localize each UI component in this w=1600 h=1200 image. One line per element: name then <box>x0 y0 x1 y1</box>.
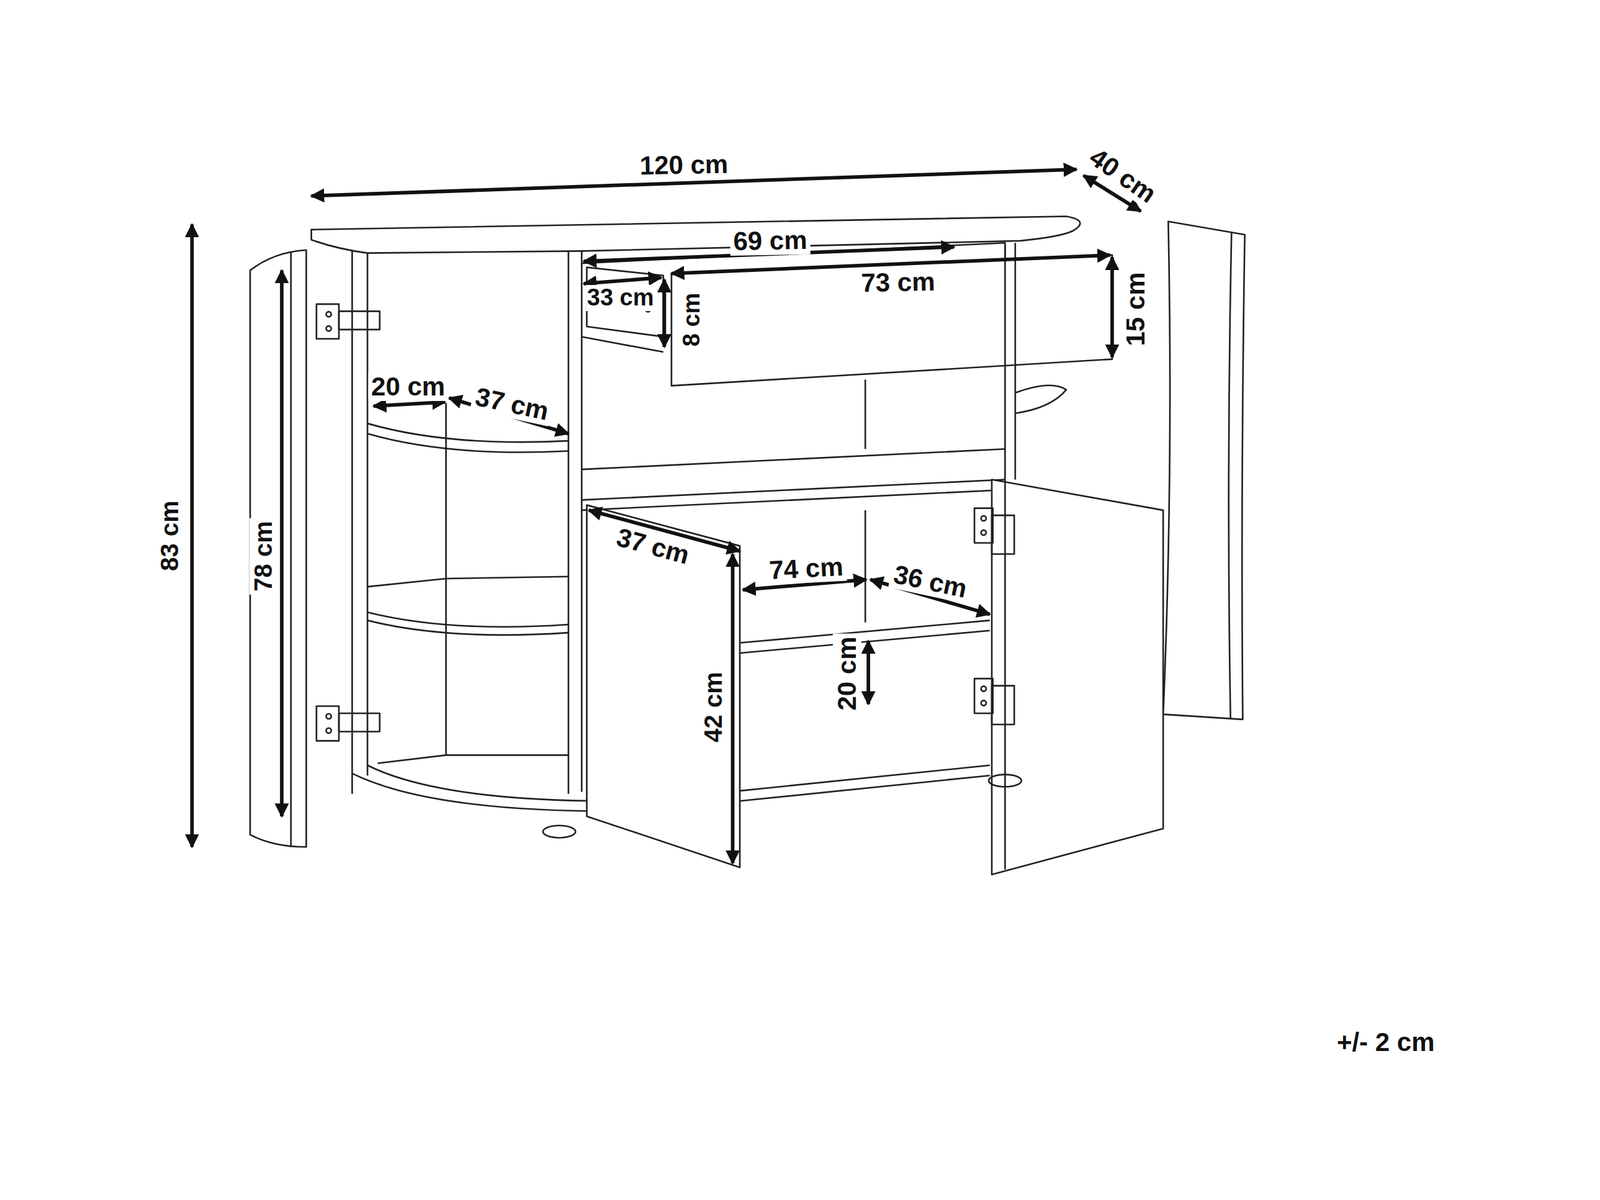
dimension-label: 74 cm <box>765 551 847 585</box>
dimension-label: 15 cm <box>1121 269 1151 350</box>
tolerance-note: +/- 2 cm <box>1333 1027 1439 1057</box>
dimension-label: 33 cm <box>585 284 656 311</box>
dimension-label: 42 cm <box>699 669 727 746</box>
dimension-label: 120 cm <box>636 150 732 181</box>
dimension-label: 73 cm <box>857 267 939 298</box>
dimension-label: 78 cm <box>249 517 277 594</box>
dimension-label: 83 cm <box>155 497 184 574</box>
dimension-label: 69 cm <box>729 225 811 256</box>
dimension-label: 37 cm <box>469 381 555 427</box>
dimension-label: 20 cm <box>368 372 449 401</box>
dimension-label: 20 cm <box>832 633 862 714</box>
dimension-label: 8 cm <box>678 291 706 348</box>
